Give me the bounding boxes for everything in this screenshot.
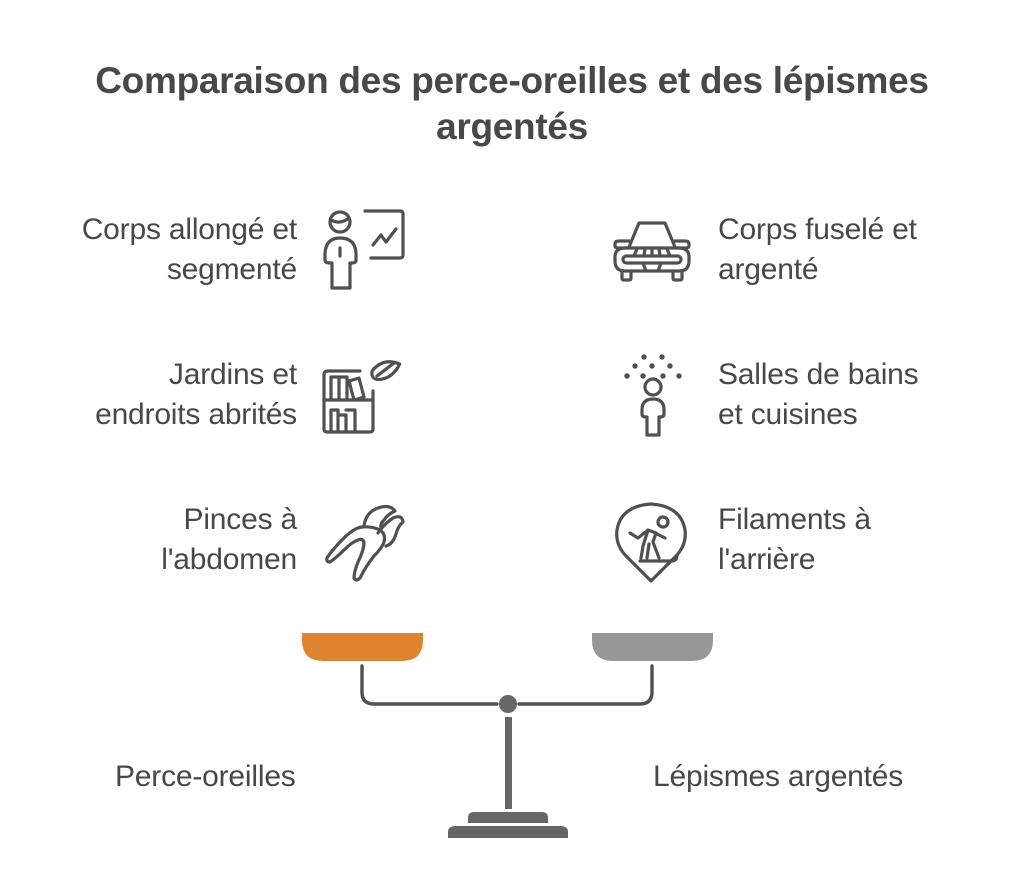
presenter-chart-icon	[318, 205, 408, 297]
right-feature-appendage: Filaments à l'arrière	[718, 500, 871, 580]
car-front-icon	[607, 215, 697, 285]
feature-text-line: Corps fuselé et	[718, 213, 917, 246]
scale-post	[505, 717, 512, 809]
snowboarder-pin-icon	[613, 500, 693, 586]
feature-text-line: et cuisines	[718, 398, 858, 431]
feature-text-line: l'abdomen	[161, 543, 297, 576]
right-pan-gray	[592, 633, 713, 661]
diagram-title: Comparaison des perce-oreilles et des lé…	[0, 58, 1024, 150]
left-pan-orange	[302, 633, 423, 661]
silverfish-label: Lépismes argentés	[653, 760, 904, 793]
right-feature-body-shape: Corps fuselé et argenté	[718, 210, 917, 290]
feature-text-line: segmenté	[166, 253, 297, 286]
left-feature-body-shape: Corps allongé et segmenté	[82, 210, 297, 290]
feature-text-line: l'arrière	[718, 543, 816, 576]
person-shower-icon	[622, 352, 684, 440]
feature-text-line: Corps allongé et	[81, 213, 297, 246]
left-feature-appendage: Pinces à l'abdomen	[161, 500, 297, 580]
feature-text-line: Pinces à	[183, 503, 298, 536]
scale-beam	[360, 664, 654, 706]
feature-text-line: Salles de bains	[718, 358, 919, 391]
pliers-icon	[318, 500, 408, 586]
title-line-1: Comparaison des perce-oreilles et des lé…	[95, 60, 929, 101]
left-feature-habitat: Jardins et endroits abrités	[95, 355, 297, 435]
right-feature-habitat: Salles de bains et cuisines	[718, 355, 919, 435]
scale-base-lower	[448, 826, 568, 838]
pivot-circle	[499, 695, 517, 713]
feature-text-line: Jardins et	[168, 358, 297, 391]
title-line-2: argentés	[436, 106, 588, 147]
feature-text-line: Filaments à	[718, 503, 871, 536]
scale-base-upper	[468, 812, 548, 823]
feature-text-line: argenté	[718, 253, 819, 286]
earwig-label: Perce-oreilles	[115, 760, 296, 793]
feature-text-line: endroits abrités	[95, 398, 297, 431]
shelf-leaf-icon	[320, 357, 410, 437]
